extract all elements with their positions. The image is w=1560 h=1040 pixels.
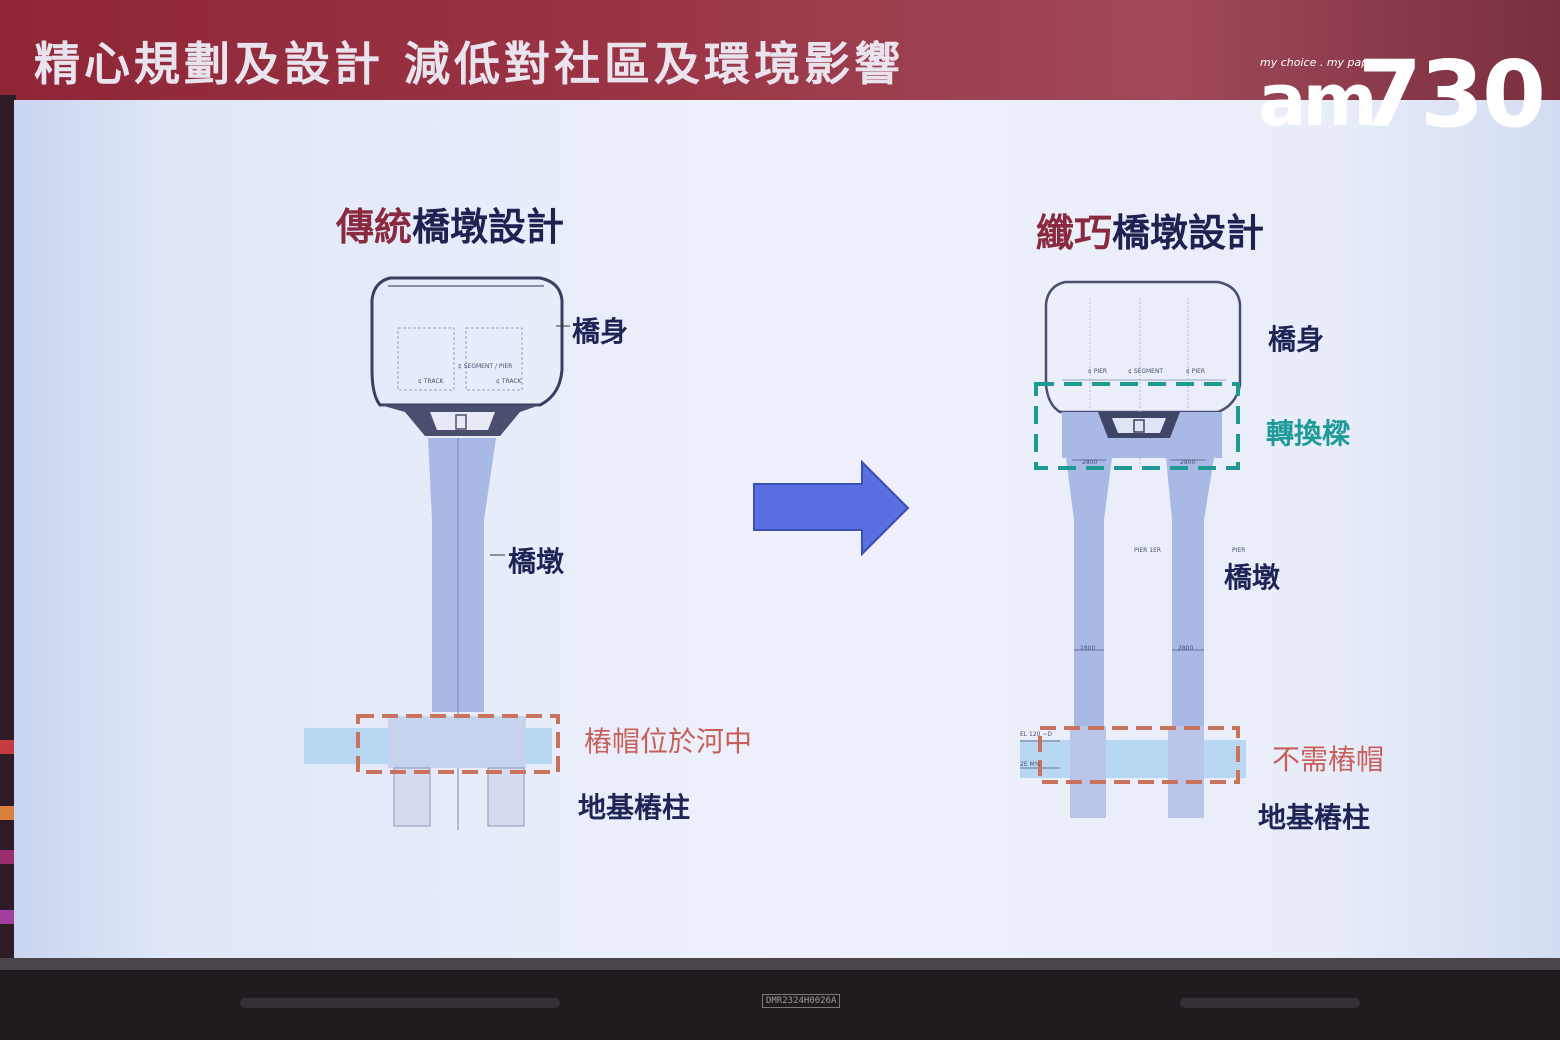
logo-730: 730 xyxy=(1358,41,1546,148)
traditional-heading-accent: 傳統 xyxy=(336,205,413,249)
pier-label-left: 橋墩 xyxy=(508,545,565,578)
dim-label: 2800 xyxy=(1082,459,1097,466)
pile-left xyxy=(393,767,431,827)
pile-right xyxy=(487,767,525,827)
note-segment-pier: ¢ SEGMENT / PIER xyxy=(458,363,512,370)
monitor-model-label: DMR2324H0026A xyxy=(762,994,841,1008)
monitor-bezel-lip xyxy=(0,958,1560,970)
pile-label-right: 地基樁柱 xyxy=(1258,801,1371,834)
crosshead-slim-opening xyxy=(1112,418,1166,433)
level-tag: EL 120 ~D xyxy=(1020,731,1052,738)
dim-label: 2800 xyxy=(1080,645,1095,652)
pier-tag: PIER xyxy=(1232,547,1245,554)
crosshead-slim-hole xyxy=(1133,419,1145,433)
track-envelope-left xyxy=(397,327,455,391)
logo-am: am xyxy=(1258,58,1378,142)
water-band-slim xyxy=(1020,740,1246,778)
monitor-speaker-left xyxy=(240,998,560,1008)
no-pilecap-highlight-box xyxy=(1038,726,1240,784)
traditional-heading: 傳統橋墩設計 xyxy=(336,196,564,251)
pier-column-left xyxy=(1066,458,1112,726)
pier-label-right: 橋墩 xyxy=(1224,561,1281,594)
deck-outline-slim xyxy=(1044,280,1242,414)
slim-heading-rest: 橋墩設計 xyxy=(1112,211,1265,255)
traditional-heading-rest: 橋墩設計 xyxy=(412,205,565,249)
deck-outline xyxy=(370,276,564,407)
title-banner xyxy=(0,0,1560,110)
track-envelope-right xyxy=(465,327,523,391)
pile-slim-left xyxy=(1070,726,1106,818)
pile-slim-right xyxy=(1168,726,1204,818)
slim-heading: 纖巧橋墩設計 xyxy=(1036,202,1264,257)
note-pier-right: ¢ PIER xyxy=(1186,368,1205,375)
color-strip xyxy=(0,910,14,924)
transfer-beam-label: 轉換樑 xyxy=(1266,417,1351,450)
crosshead-opening xyxy=(430,412,495,430)
note-track-right: ¢ TRACK xyxy=(496,378,523,385)
pilecap-label: 樁帽位於河中 xyxy=(584,725,753,758)
color-strip xyxy=(0,806,14,820)
transition-arrow xyxy=(753,459,910,557)
level-tag: 2E M% xyxy=(1020,761,1041,768)
pile-label-left: 地基樁柱 xyxy=(578,791,691,824)
transfer-beam-highlight-box xyxy=(1034,382,1240,470)
deck-label-left: 橋身 xyxy=(572,315,629,348)
crosshead-hole xyxy=(455,414,467,430)
note-segment: ¢ SEGMENT xyxy=(1128,368,1163,375)
pile-cap xyxy=(388,716,526,768)
pier-tag: PIER 1ER xyxy=(1134,547,1161,554)
note-track-left: ¢ TRACK xyxy=(418,378,445,385)
color-strip xyxy=(0,740,14,754)
logo-tagline: my choice . my paper xyxy=(1260,56,1380,69)
traditional-pier-drawing xyxy=(304,276,570,830)
note-pier-left: ¢ PIER xyxy=(1088,368,1107,375)
slim-pier-drawing xyxy=(1020,280,1246,818)
pilecap-highlight-box xyxy=(356,714,560,774)
slim-heading-accent: 纖巧 xyxy=(1036,211,1113,255)
deck-label-right: 橋身 xyxy=(1268,323,1325,356)
no-pilecap-label: 不需樁帽 xyxy=(1272,743,1385,776)
dim-label: 2800 xyxy=(1180,459,1195,466)
pier-column-right xyxy=(1166,458,1214,726)
color-strip xyxy=(0,850,14,864)
headline: 精心規劃及設計 減低對社區及環境影響 xyxy=(34,37,905,91)
monitor-speaker-right xyxy=(1180,998,1360,1008)
pier-column xyxy=(428,438,496,712)
dim-label: 2800 xyxy=(1178,645,1193,652)
